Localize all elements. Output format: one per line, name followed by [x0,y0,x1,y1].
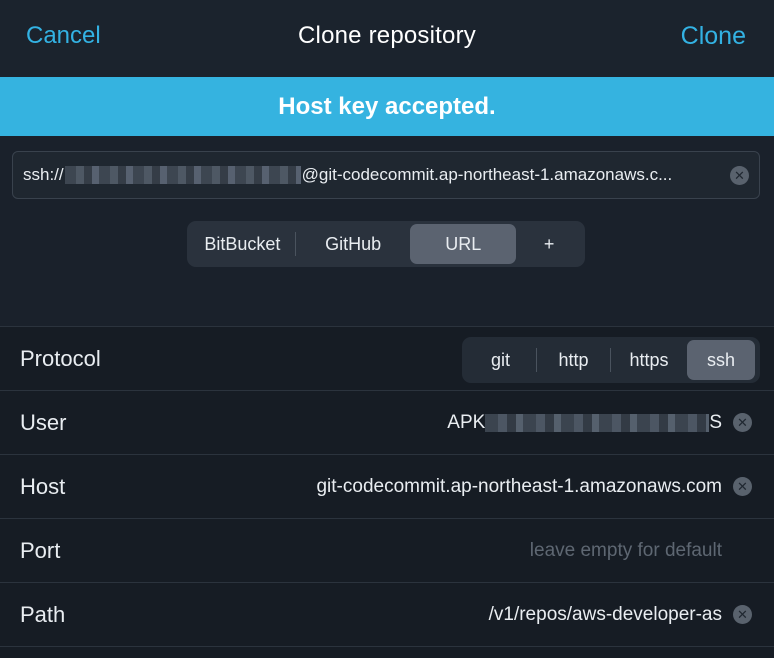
user-label: User [20,410,67,435]
user-input[interactable]: APK S [447,391,722,454]
protocol-label: Protocol [20,346,101,371]
segment-divider [610,348,611,372]
path-input[interactable]: /v1/repos/aws-developer-as [488,604,722,625]
path-label: Path [20,602,66,627]
tab-url[interactable]: URL [410,224,517,264]
navigation-bar: Cancel Clone repository Clone [0,0,774,77]
protocol-option-http[interactable]: http [558,349,589,370]
path-row: Path /v1/repos/aws-developer-as ✕ [0,583,774,647]
host-clear-icon[interactable]: ✕ [733,477,752,496]
protocol-option-https[interactable]: https [629,349,669,370]
port-input[interactable]: leave empty for default [529,540,722,561]
host-label: Host [20,474,66,499]
user-prefix: APK [447,412,486,433]
url-panel: ssh:// @git-codecommit.ap-northeast-1.am… [0,136,774,326]
segment-divider [536,348,537,372]
url-clear-icon[interactable]: ✕ [730,165,749,185]
clone-form: Protocol git http https ssh User APK S ✕… [0,326,774,658]
page-title: Clone repository [298,22,476,49]
port-label: Port [20,538,61,563]
path-clear-icon[interactable]: ✕ [733,605,752,624]
redacted-user-blur [485,413,710,432]
user-row: User APK S ✕ [0,391,774,455]
user-clear-icon[interactable]: ✕ [733,413,752,432]
clone-button[interactable]: Clone [680,22,746,50]
redacted-user-blur [64,166,301,184]
repository-url-input[interactable]: ssh:// @git-codecommit.ap-northeast-1.am… [12,151,760,199]
host-row: Host git-codecommit.ap-northeast-1.amazo… [0,455,774,519]
status-banner: Host key accepted. [0,77,774,136]
url-suffix: @git-codecommit.ap-northeast-1.amazonaws… [301,165,673,184]
tab-add[interactable]: + [543,233,555,254]
protocol-segmented-control: git http https ssh [462,337,760,383]
host-input[interactable]: git-codecommit.ap-northeast-1.amazonaws.… [316,476,722,497]
protocol-option-git[interactable]: git [490,349,510,370]
source-segmented-control: BitBucket GitHub URL + [187,221,585,267]
tab-bitbucket[interactable]: BitBucket [204,233,281,254]
protocol-option-ssh[interactable]: ssh [687,340,755,380]
tab-github[interactable]: GitHub [325,233,382,254]
cancel-button[interactable]: Cancel [26,22,101,49]
protocol-row: Protocol git http https ssh [0,327,774,391]
url-prefix: ssh:// [23,165,64,184]
port-row: Port leave empty for default [0,519,774,583]
segment-divider [294,232,296,256]
user-suffix: S [709,412,722,433]
